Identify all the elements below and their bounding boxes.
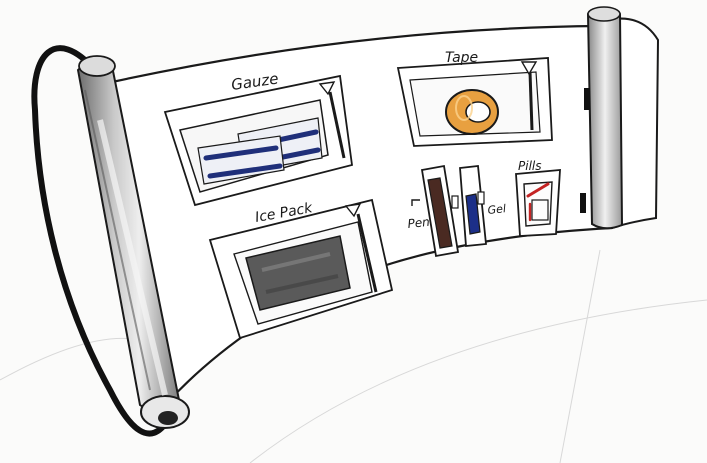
pen-label: Pen — [407, 215, 431, 231]
gel-label: Gel — [487, 202, 507, 217]
pills-label: Pills — [518, 159, 542, 173]
pills-compartment[interactable]: Pills — [516, 159, 560, 236]
tape-label: Tape — [445, 50, 478, 66]
tape-slider-track[interactable] — [530, 72, 532, 130]
